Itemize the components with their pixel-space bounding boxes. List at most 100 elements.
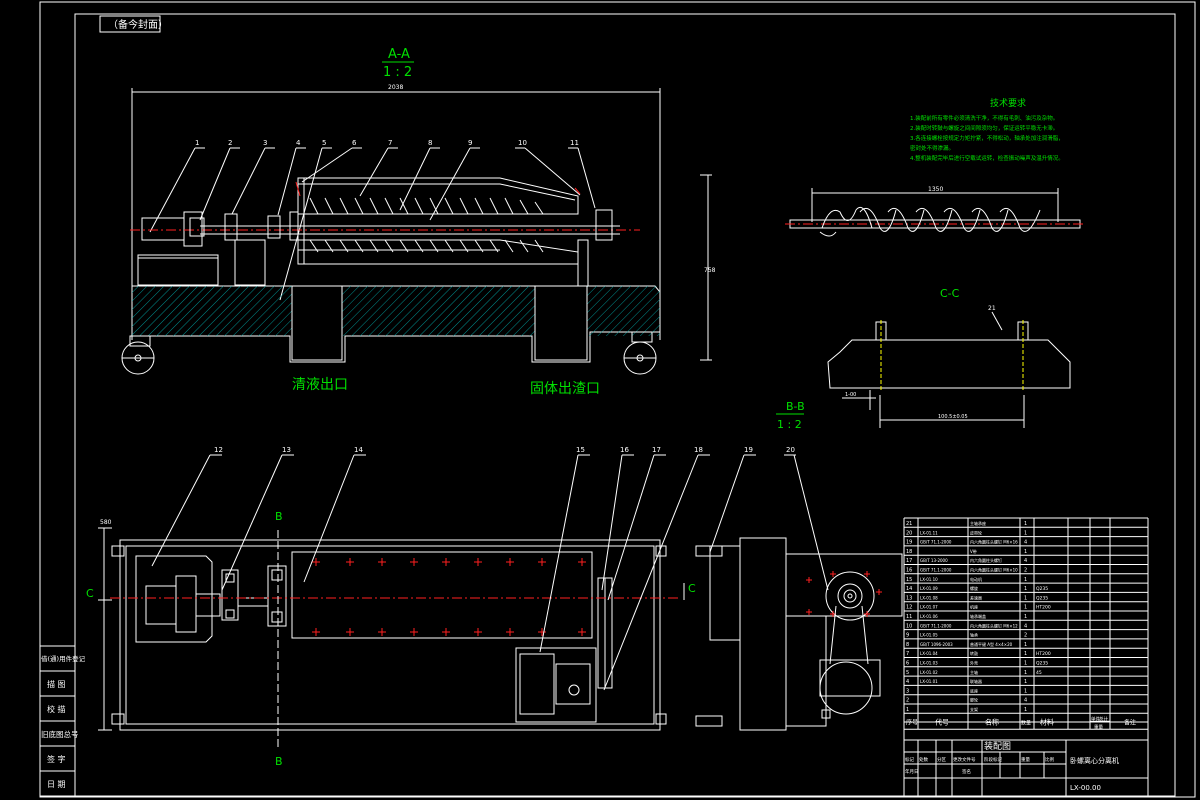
bom-row-qty: 1 <box>1024 642 1027 648</box>
bom-row-no: 7 <box>906 651 909 657</box>
tech-req-line-2: 2.装配时转鼓与螺旋之间间隙须均匀，保证运转平稳无卡滞。 <box>910 124 1058 132</box>
callout-19: 19 <box>744 446 753 454</box>
bom-row-qty: 1 <box>1024 614 1027 620</box>
bom-row-mat: Q235 <box>1036 595 1048 601</box>
bom-row-code: LX-01.02 <box>920 670 938 675</box>
bom-header-qty: 数量 <box>1021 719 1031 726</box>
bom-row-mat: Q235 <box>1036 661 1048 667</box>
title-block: 装配图 卧螺离心分离机 LX-00.00 标记 处数 分区 更改文件号 签名 年… <box>903 721 1149 797</box>
bom-row-code: LX-01.10 <box>920 577 938 582</box>
tech-req-line-1: 1.装配前所有零件必须清洗干净，不得有毛刺、油污及杂物。 <box>910 114 1058 122</box>
outer-frame <box>39 1 1196 798</box>
title-label-1: 处数 <box>919 756 928 763</box>
mark-b-bottom: B <box>275 755 283 768</box>
title-label-5: 年月日 <box>905 768 919 775</box>
bom-row-name: 内六角圆柱头螺钉 M6×10 <box>970 567 1018 573</box>
title-label-0: 标记 <box>905 756 914 763</box>
callout-10: 10 <box>518 139 527 147</box>
title-drawing-no: LX-00.00 <box>1070 784 1101 792</box>
bom-row-name: 轴承端盖 <box>970 613 986 619</box>
tech-req-line-3: 3.各连接螺栓按规定力矩拧紧，不得松动，轴承处加注润滑脂， <box>910 134 1064 142</box>
bom-row-name: 内六角圆柱头螺钉 M6×16 <box>970 539 1018 545</box>
callout-8: 8 <box>428 139 432 147</box>
bom-row-name: 底座 <box>970 687 978 693</box>
bom-row-name: 联轴器 <box>970 678 982 684</box>
section-aa-scale: 1 : 2 <box>383 65 412 80</box>
tech-req-title: 技术要求 <box>990 97 1026 109</box>
plan-view: 580 <box>86 446 829 768</box>
bom-row-name: V带 <box>970 549 977 554</box>
bom-row-no: 4 <box>906 679 909 685</box>
bom-row-no: 2 <box>906 698 909 704</box>
bom-row-name: 外壳 <box>970 660 978 666</box>
callout-20: 20 <box>786 446 795 454</box>
caster-wheel-left <box>121 335 155 375</box>
bom-row-code: GB/T 1096-2003 <box>920 642 953 647</box>
title-label-2: 分区 <box>937 756 946 763</box>
bom-row-name: 转鼓 <box>970 650 978 656</box>
bom-row-no: 19 <box>906 540 912 546</box>
bom-row-qty: 4 <box>1024 698 1027 704</box>
callout-2: 2 <box>228 139 232 147</box>
inner-frame <box>74 13 1176 797</box>
callout-16: 16 <box>620 446 629 454</box>
strip-label-4: 签 字 <box>47 754 66 764</box>
bom-row-no: 6 <box>906 661 909 667</box>
bom-row-code: GB/T 71.1-2000 <box>920 540 952 545</box>
bom-row-code: LX-01.04 <box>920 651 938 656</box>
callout-15: 15 <box>576 446 585 454</box>
dim-cc-span: 100.5±0.05 <box>938 414 968 420</box>
section-bb-scale: 1 : 2 <box>777 418 802 431</box>
header-tag: （备今封面） <box>108 18 168 31</box>
bom-row-mat: HT200 <box>1036 651 1051 657</box>
bom-row-name: 内六角圆柱头螺钉 <box>970 557 1002 563</box>
bom-row-qty: 2 <box>1024 568 1027 574</box>
bom-row-no: 21 <box>906 521 912 527</box>
bom-row-qty: 2 <box>1024 633 1027 639</box>
title-drawing-name: 装配图 <box>984 740 1011 752</box>
bom-row-name: 主轴 <box>970 669 978 675</box>
bom-row-qty: 1 <box>1024 661 1027 667</box>
dim-overall-width: 2038 <box>388 84 403 91</box>
callout-13: 13 <box>282 446 291 454</box>
bom-row-name: 支架 <box>970 706 978 712</box>
bom-row-qty: 1 <box>1024 605 1027 611</box>
bom-row-name: 脚轮 <box>970 697 978 703</box>
dim-screw-length: 1350 <box>928 186 943 193</box>
bom-row-qty: 1 <box>1024 586 1027 592</box>
label-solid-outlet: 固体出渣口 <box>530 381 600 397</box>
bom-row-qty: 4 <box>1024 540 1027 546</box>
bom-row-code: GB/T 71.1-2000 <box>920 623 952 628</box>
bom-row-code: LX-01.07 <box>920 605 938 610</box>
bom-row-name: 机座 <box>970 604 978 610</box>
bom-row-code: LX-01.03 <box>920 661 938 666</box>
bom-row-name: 螺旋 <box>970 585 978 591</box>
callout-17: 17 <box>652 446 661 454</box>
bom-row-code: GB/T 13-2000 <box>920 558 948 563</box>
strip-label-0: 借(通)用件登记 <box>41 654 86 663</box>
caster-wheel-right <box>623 331 657 375</box>
bom-row-name: 轴承 <box>970 632 978 638</box>
bom-row-name: 主轴承座 <box>970 520 986 526</box>
left-sign-strip: 借(通)用件登记 描 图 校 描 旧底图总号 签 字 日 期 <box>39 645 86 797</box>
section-aa-view: A-A 1 : 2 2038 758 1 2 3 4 5 6 7 8 9 10 … <box>121 47 716 397</box>
bom-row-code: LX-01.08 <box>920 595 938 600</box>
bom-row-no: 5 <box>906 670 909 676</box>
bom-row-mat: 45 <box>1036 670 1042 676</box>
bom-row-no: 18 <box>906 549 912 555</box>
bom-row-no: 14 <box>906 586 912 592</box>
section-cc-title: C-C <box>940 287 960 300</box>
strip-label-3: 旧底图总号 <box>41 729 79 739</box>
bom-row-no: 10 <box>906 623 912 629</box>
bom-row-qty: 1 <box>1024 549 1027 555</box>
bom-row-qty: 1 <box>1024 688 1027 694</box>
dim-plan-height: 580 <box>100 519 112 526</box>
mark-c-right: C <box>688 582 696 595</box>
bom-row-qty: 4 <box>1024 623 1027 629</box>
callout-12: 12 <box>214 446 223 454</box>
title-product: 卧螺离心分离机 <box>1070 756 1119 765</box>
strip-label-2: 校 描 <box>47 704 66 714</box>
bom-row-qty: 1 <box>1024 521 1027 527</box>
